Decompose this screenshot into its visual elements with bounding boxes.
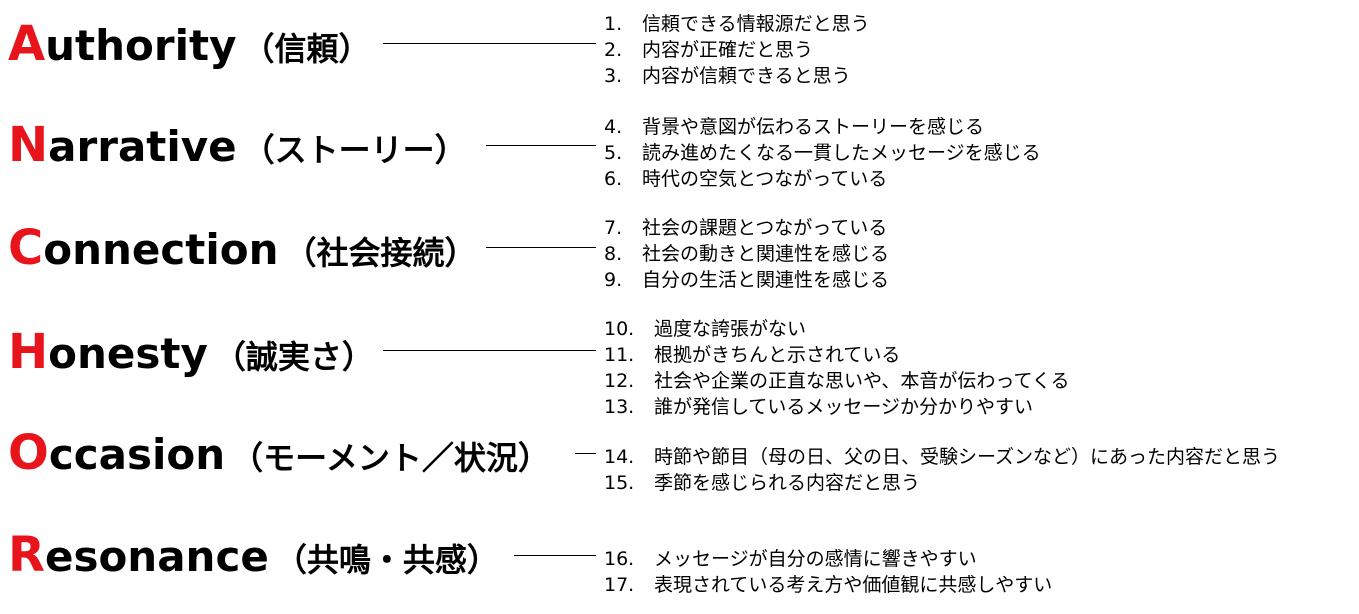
list-item: 14. 時節や節目（母の日、父の日、受験シーズンなど）にあった内容だと思う — [604, 444, 1280, 470]
heading-japanese: （誠実さ） — [213, 338, 374, 376]
item-number: 8. — [604, 243, 623, 265]
item-list-resonance: 16. メッセージが自分の感情に響きやすい 17. 表現されている考え方や価値観に共… — [604, 546, 1052, 598]
heading-authority: Authority（信頼） — [8, 20, 370, 68]
item-text: 誰が発信しているメッセージか分かりやすい — [654, 396, 1034, 418]
heading-connection: Connection（社会接続） — [8, 224, 477, 272]
item-number: 11. — [604, 344, 635, 366]
heading-initial: A — [8, 16, 46, 72]
item-number: 17. — [604, 574, 635, 596]
item-list-occasion: 14. 時節や節目（母の日、父の日、受験シーズンなど）にあった内容だと思う 15.… — [604, 444, 1280, 496]
connector-line — [383, 43, 596, 44]
item-number: 9. — [604, 269, 623, 291]
heading-occasion: Occasion（モーメント／状況） — [8, 429, 550, 477]
item-list-authority: 1. 信頼できる情報源だと思う 2. 内容が正確だと思う 3. 内容が信頼できると思う — [604, 11, 870, 89]
item-number: 16. — [604, 548, 635, 570]
item-number: 13. — [604, 396, 635, 418]
item-text: 読み進めたくなる一貫したメッセージを感じる — [642, 142, 1041, 164]
item-text: 根拠がきちんと示されている — [654, 344, 901, 366]
connector-line — [486, 247, 596, 248]
item-number: 2. — [604, 39, 623, 61]
heading-japanese: （社会接続） — [284, 234, 477, 272]
item-text: 表現されている考え方や価値観に共感しやすい — [654, 574, 1053, 596]
item-number: 6. — [604, 168, 623, 190]
heading-word: arrative — [48, 122, 237, 171]
list-item: 5. 読み進めたくなる一貫したメッセージを感じる — [604, 140, 1041, 166]
heading-japanese: （ストーリー） — [242, 131, 467, 169]
item-text: 信頼できる情報源だと思う — [642, 13, 870, 35]
heading-initial: N — [8, 117, 49, 173]
heading-word: onesty — [48, 329, 208, 378]
heading-japanese: （共鳴・共感） — [274, 541, 499, 579]
item-text: 背景や意図が伝わるストーリーを感じる — [642, 116, 985, 138]
list-item: 15. 季節を感じられる内容だと思う — [604, 470, 1280, 496]
heading-initial: R — [8, 527, 45, 583]
item-number: 14. — [604, 446, 635, 468]
item-text: 時節や節目（母の日、父の日、受験シーズンなど）にあった内容だと思う — [654, 446, 1281, 468]
item-text: 季節を感じられる内容だと思う — [654, 472, 921, 494]
item-number: 4. — [604, 116, 623, 138]
list-item: 3. 内容が信頼できると思う — [604, 63, 870, 89]
item-text: 社会や企業の正直な思いや、本音が伝わってくる — [654, 370, 1070, 392]
list-item: 2. 内容が正確だと思う — [604, 37, 870, 63]
list-item: 7. 社会の課題とつながっている — [604, 215, 889, 241]
item-text: 内容が正確だと思う — [642, 39, 814, 61]
item-text: メッセージが自分の感情に響きやすい — [654, 548, 977, 570]
list-item: 1. 信頼できる情報源だと思う — [604, 11, 870, 37]
heading-honesty: Honesty（誠実さ） — [8, 328, 374, 376]
heading-narrative: Narrative（ストーリー） — [8, 121, 467, 169]
item-number: 1. — [604, 13, 623, 35]
heading-initial: H — [8, 324, 49, 380]
connector-line — [514, 555, 596, 556]
item-list-honesty: 10. 過度な誇張がない 11. 根拠がきちんと示されている 12. 社会や企業の正直… — [604, 316, 1070, 420]
list-item: 12. 社会や企業の正直な思いや、本音が伝わってくる — [604, 368, 1070, 394]
connector-line — [383, 350, 596, 351]
connector-line — [575, 453, 596, 454]
heading-word: onnection — [43, 225, 279, 274]
item-number: 15. — [604, 472, 635, 494]
list-item: 9. 自分の生活と関連性を感じる — [604, 267, 889, 293]
item-number: 12. — [604, 370, 635, 392]
list-item: 17. 表現されている考え方や価値観に共感しやすい — [604, 572, 1052, 598]
item-text: 過度な誇張がない — [654, 318, 807, 340]
item-number: 3. — [604, 65, 623, 87]
item-text: 内容が信頼できると思う — [642, 65, 851, 87]
list-item: 8. 社会の動きと関連性を感じる — [604, 241, 889, 267]
list-item: 16. メッセージが自分の感情に響きやすい — [604, 546, 1052, 572]
item-text: 社会の課題とつながっている — [642, 217, 888, 239]
heading-japanese: （信頼） — [242, 30, 371, 68]
item-list-narrative: 4. 背景や意図が伝わるストーリーを感じる 5. 読み進めたくなる一貫したメッセージ… — [604, 114, 1041, 192]
item-text: 自分の生活と関連性を感じる — [642, 269, 890, 291]
connector-line — [486, 145, 596, 146]
heading-word: uthority — [45, 21, 237, 70]
item-number: 7. — [604, 217, 623, 239]
heading-resonance: Resonance（共鳴・共感） — [8, 531, 499, 579]
item-text: 時代の空気とつながっている — [642, 168, 888, 190]
item-text: 社会の動きと関連性を感じる — [642, 243, 890, 265]
heading-word: ccasion — [48, 430, 226, 479]
heading-initial: C — [8, 220, 44, 276]
item-list-connection: 7. 社会の課題とつながっている 8. 社会の動きと関連性を感じる 9. 自分の生活と… — [604, 215, 889, 293]
list-item: 11. 根拠がきちんと示されている — [604, 342, 1070, 368]
list-item: 10. 過度な誇張がない — [604, 316, 1070, 342]
list-item: 13. 誰が発信しているメッセージか分かりやすい — [604, 394, 1070, 420]
heading-japanese: （モーメント／状況） — [231, 439, 550, 477]
item-number: 5. — [604, 142, 623, 164]
item-number: 10. — [604, 318, 635, 340]
list-item: 4. 背景や意図が伝わるストーリーを感じる — [604, 114, 1041, 140]
heading-initial: O — [8, 425, 49, 481]
list-item: 6. 時代の空気とつながっている — [604, 166, 1041, 192]
heading-word: esonance — [44, 532, 269, 581]
